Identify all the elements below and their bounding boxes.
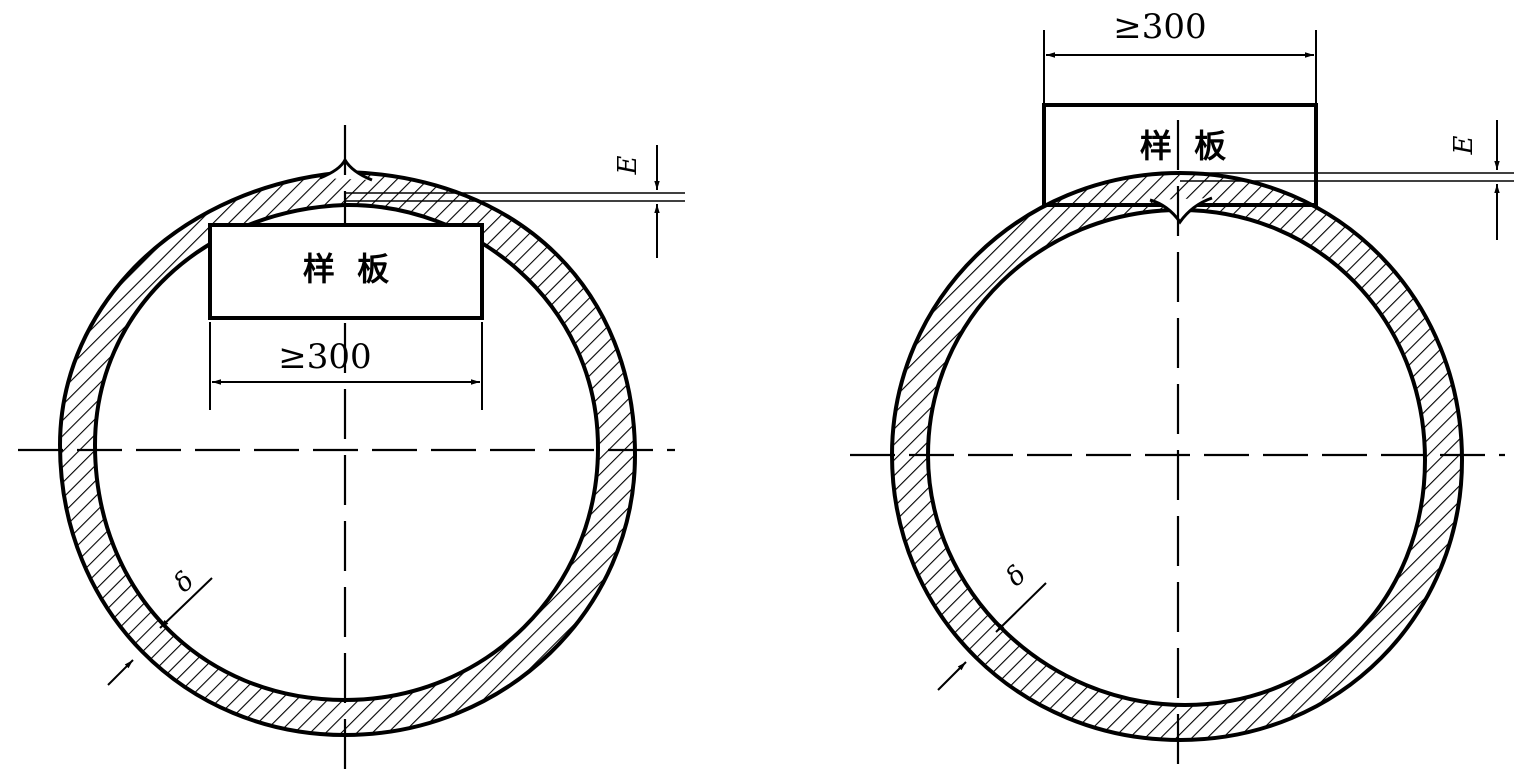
left-figure: 样 板 ≥300 E δ bbox=[18, 125, 685, 780]
left-width-dimension: ≥300 bbox=[209, 322, 483, 410]
right-pipe-wall bbox=[889, 170, 1465, 743]
left-template: 样 板 bbox=[208, 223, 484, 320]
right-deviation-label: E bbox=[1449, 135, 1479, 155]
right-deviation-dimension: E bbox=[1180, 120, 1514, 240]
left-template-label: 样 板 bbox=[303, 250, 389, 288]
right-template-label: 样 板 bbox=[1140, 127, 1226, 165]
left-width-label: ≥300 bbox=[278, 337, 371, 377]
right-weld-dip bbox=[1149, 196, 1213, 225]
left-deviation-dimension: E bbox=[345, 145, 685, 258]
right-thickness-label: δ bbox=[1000, 560, 1032, 592]
right-width-dimension: ≥300 bbox=[1043, 7, 1317, 103]
right-figure: 样 板 ≥300 E δ bbox=[850, 7, 1514, 780]
left-deviation-label: E bbox=[613, 155, 643, 175]
right-width-label: ≥300 bbox=[1113, 7, 1206, 47]
